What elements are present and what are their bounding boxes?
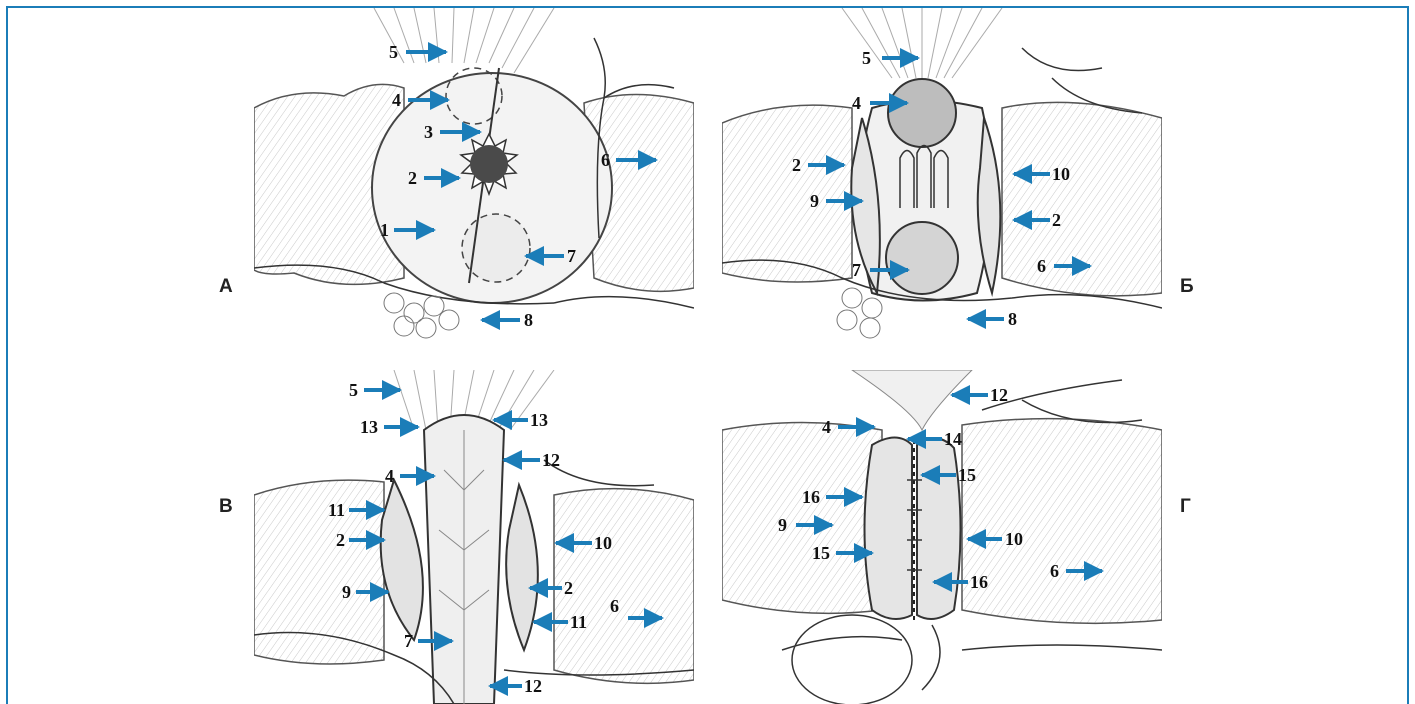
label-v-13-right: 13	[530, 410, 548, 430]
label-v-11-left: 11	[328, 500, 345, 520]
label-v-9: 9	[342, 582, 351, 602]
label-b-2-right: 2	[1052, 210, 1061, 230]
label-g-9: 9	[778, 515, 787, 535]
label-g-16-right: 16	[970, 572, 988, 592]
label-v-12-bottom: 12	[524, 676, 542, 696]
label-a-5: 5	[389, 42, 398, 62]
label-v-2-left: 2	[336, 530, 345, 550]
label-b-5: 5	[862, 48, 871, 68]
label-b-9: 9	[810, 191, 819, 211]
label-g-10: 10	[1005, 529, 1023, 549]
panel-a-svg: 5 4 3 2 1 6 7 8	[254, 8, 694, 342]
label-g-12: 12	[990, 385, 1008, 405]
label-v-4: 4	[385, 466, 394, 486]
label-g-15-bottom: 15	[812, 543, 830, 563]
label-v-6: 6	[610, 596, 619, 616]
panel-b-svg: 5 4 2 9 10 2 7 6 8	[722, 8, 1162, 342]
label-b-4: 4	[852, 93, 861, 113]
label-g-16-left: 16	[802, 487, 820, 507]
panel-v-svg: 5 13 13 12 4 11 2 10 9 2 6 11 7 12	[254, 370, 694, 704]
label-a-6: 6	[601, 150, 610, 170]
label-b-8: 8	[1008, 309, 1017, 329]
panel-letter-v: В	[219, 496, 233, 518]
label-g-4: 4	[822, 417, 831, 437]
panel-b-drawing: 5 4 2 9 10 2 7 6 8	[722, 8, 1162, 342]
label-v-13-left: 13	[360, 417, 378, 437]
label-a-7: 7	[567, 246, 576, 266]
label-a-1: 1	[380, 220, 389, 240]
label-b-6: 6	[1037, 256, 1046, 276]
label-g-14: 14	[944, 429, 962, 449]
panel-g-drawing: 12 4 14 15 16 9 10 15 16 6	[722, 370, 1162, 704]
label-a-3: 3	[424, 122, 433, 142]
label-v-11-right: 11	[570, 612, 587, 632]
label-v-5: 5	[349, 380, 358, 400]
panel-letter-b: Б	[1180, 276, 1194, 298]
label-a-4: 4	[392, 90, 401, 110]
label-v-12-top: 12	[542, 450, 560, 470]
label-a-2: 2	[408, 168, 417, 188]
panel-letter-a: А	[219, 276, 233, 298]
label-g-15-top: 15	[958, 465, 976, 485]
label-g-6: 6	[1050, 561, 1059, 581]
label-a-8: 8	[524, 310, 533, 330]
label-b-7: 7	[852, 260, 861, 280]
panel-v-drawing: 5 13 13 12 4 11 2 10 9 2 6 11 7 12	[254, 370, 694, 704]
label-b-10: 10	[1052, 164, 1070, 184]
label-v-2-right: 2	[564, 578, 573, 598]
figure-frame	[6, 6, 1409, 704]
label-b-2-left: 2	[792, 155, 801, 175]
panel-a-drawing: 5 4 3 2 1 6 7 8	[254, 8, 694, 342]
panel-g-svg: 12 4 14 15 16 9 10 15 16 6	[722, 370, 1162, 704]
label-v-10: 10	[594, 533, 612, 553]
panel-letter-g: Г	[1180, 496, 1191, 518]
label-v-7: 7	[404, 631, 413, 651]
